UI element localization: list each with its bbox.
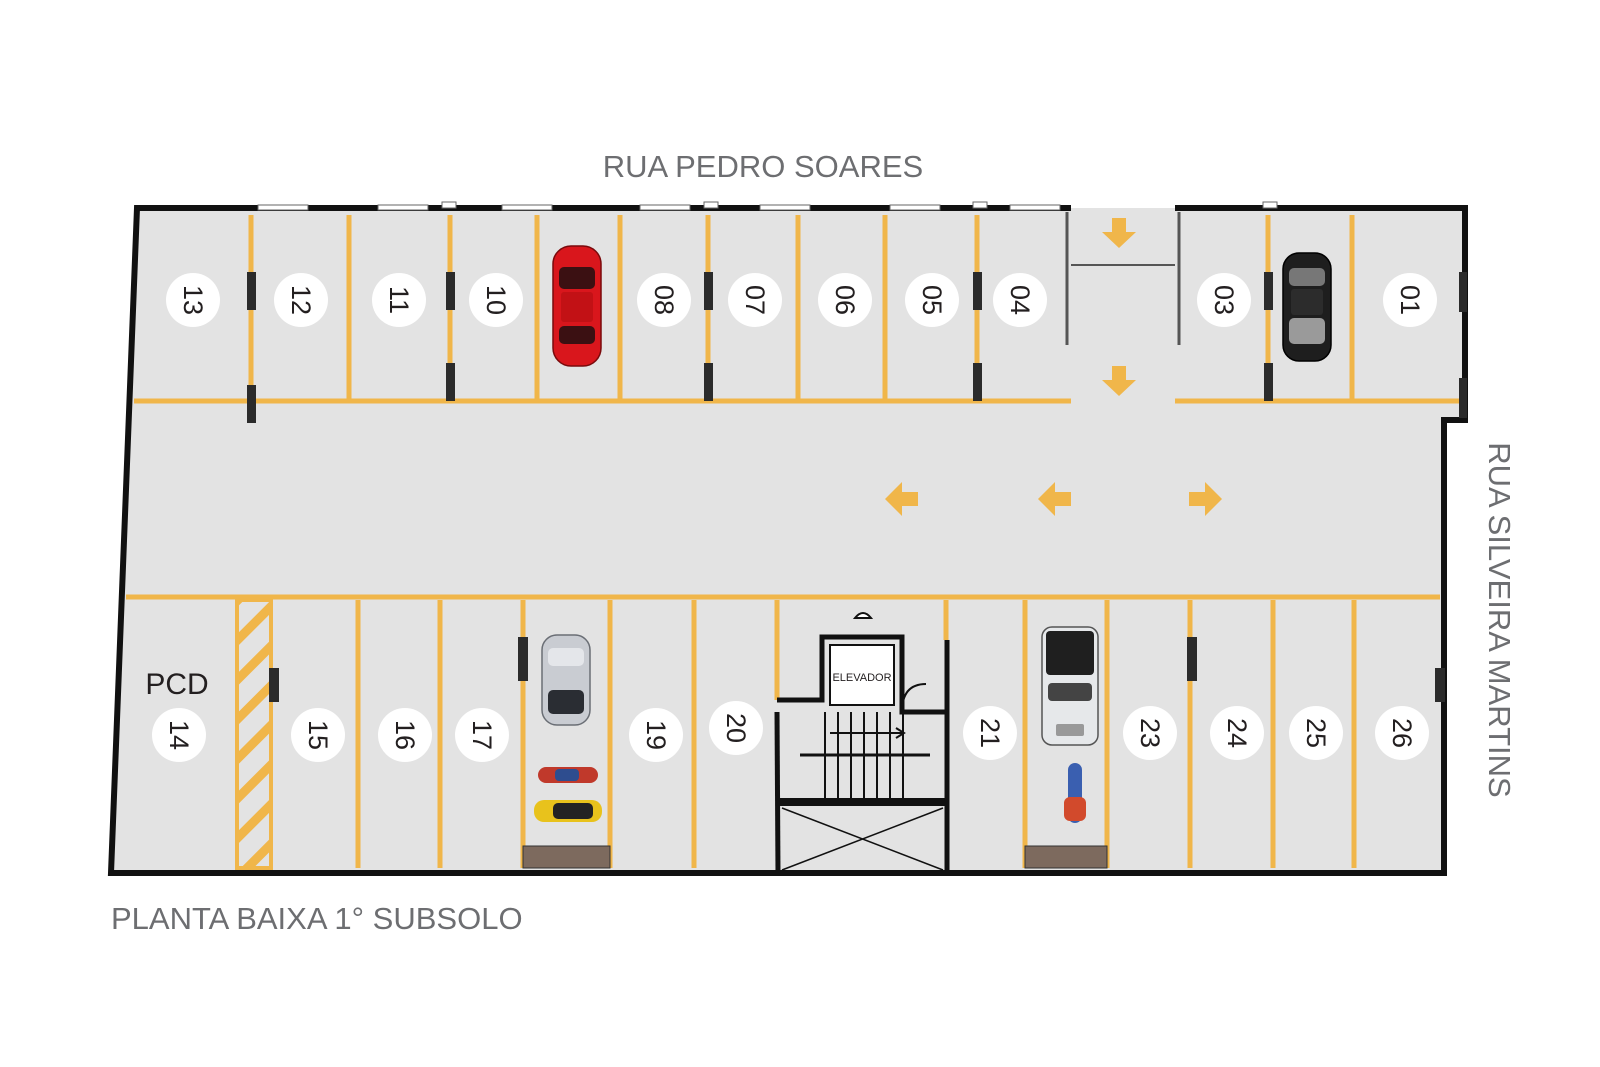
pickup-white bbox=[1041, 626, 1099, 746]
spot-number: 12 bbox=[286, 285, 316, 315]
spot-13[interactable]: 13 bbox=[166, 273, 220, 327]
motorcycle-red bbox=[538, 767, 598, 783]
elevator-label: ELEVADOR bbox=[832, 672, 891, 684]
spot-26[interactable]: 26 bbox=[1375, 706, 1429, 760]
spot-16[interactable]: 16 bbox=[378, 708, 432, 762]
bottom-row-lines bbox=[126, 594, 1440, 868]
spot-number: 13 bbox=[178, 285, 208, 315]
spot-05[interactable]: 05 bbox=[905, 273, 959, 327]
spot-number: 15 bbox=[303, 720, 333, 750]
spot-number: 05 bbox=[917, 285, 947, 315]
plan-caption: PLANTA BAIXA 1° SUBSOLO bbox=[111, 901, 523, 936]
car-black bbox=[1282, 252, 1332, 362]
elevator-stair-core: ELEVADOR bbox=[774, 612, 950, 874]
spot-19[interactable]: 19 bbox=[629, 708, 683, 762]
spot-24[interactable]: 24 bbox=[1210, 706, 1264, 760]
spot-01[interactable]: 01 bbox=[1383, 273, 1437, 327]
north-wall-windows bbox=[257, 201, 1278, 211]
spot-number: 23 bbox=[1135, 718, 1165, 748]
spot-17[interactable]: 17 bbox=[455, 708, 509, 762]
spot-11[interactable]: 11 bbox=[372, 273, 426, 327]
spot-number: 06 bbox=[830, 285, 860, 315]
spot-number: 25 bbox=[1301, 718, 1331, 748]
spot-06[interactable]: 06 bbox=[818, 273, 872, 327]
spot-number: 26 bbox=[1387, 718, 1417, 748]
spot-number: 19 bbox=[641, 720, 671, 750]
spot-08[interactable]: 08 bbox=[637, 273, 691, 327]
street-label-east: RUA SILVEIRA MARTINS bbox=[1482, 442, 1517, 797]
elevator-box bbox=[829, 644, 895, 706]
arrow-right-icon bbox=[1189, 482, 1222, 516]
pcd-hatched-zone bbox=[235, 598, 273, 870]
spot-number: 14 bbox=[164, 720, 194, 750]
spot-number: 03 bbox=[1209, 285, 1239, 315]
spot-10[interactable]: 10 bbox=[469, 273, 523, 327]
fire-alarm-icon bbox=[852, 612, 874, 619]
spot-number: 10 bbox=[481, 285, 511, 315]
spot-21[interactable]: 21 bbox=[963, 706, 1017, 760]
spot-12[interactable]: 12 bbox=[274, 273, 328, 327]
garage-walls bbox=[107, 205, 1468, 876]
spot-23[interactable]: 23 bbox=[1123, 706, 1177, 760]
jet-ski-yellow bbox=[534, 800, 602, 822]
spot-number: 08 bbox=[649, 285, 679, 315]
spot-25[interactable]: 25 bbox=[1289, 706, 1343, 760]
spot-number: 01 bbox=[1395, 285, 1425, 315]
spot-number: 17 bbox=[467, 720, 497, 750]
car-red bbox=[552, 245, 602, 367]
street-label-north: RUA PEDRO SOARES bbox=[603, 149, 923, 184]
spot-number: 04 bbox=[1005, 285, 1035, 315]
spot-number: 21 bbox=[975, 718, 1005, 748]
spot-number: 07 bbox=[740, 285, 770, 315]
spot-number: 24 bbox=[1222, 718, 1252, 748]
car-silver bbox=[541, 634, 591, 726]
spot-number: 11 bbox=[384, 286, 414, 314]
arrow-down-icon bbox=[1102, 366, 1136, 396]
spot-04[interactable]: 04 bbox=[993, 273, 1047, 327]
shaft-cross bbox=[781, 807, 944, 871]
spot-15[interactable]: 15 bbox=[291, 708, 345, 762]
spot-20[interactable]: 20 bbox=[709, 701, 763, 755]
spot-number: 20 bbox=[721, 713, 751, 743]
bottom-row-columns bbox=[269, 637, 1445, 702]
storage-boxes bbox=[522, 845, 1108, 869]
spot-14[interactable]: 14 bbox=[152, 708, 206, 762]
top-row-columns bbox=[247, 272, 1467, 423]
arrow-down-icon bbox=[1102, 218, 1136, 248]
spot-03[interactable]: 03 bbox=[1197, 273, 1251, 327]
arrow-left-icon bbox=[1038, 482, 1071, 516]
spot-number: 16 bbox=[390, 720, 420, 750]
spot-07[interactable]: 07 bbox=[728, 273, 782, 327]
arrow-left-icon bbox=[885, 482, 918, 516]
stair-steps bbox=[800, 712, 930, 798]
motorcycle-blue bbox=[1064, 763, 1086, 823]
pcd-label: PCD bbox=[145, 668, 208, 701]
